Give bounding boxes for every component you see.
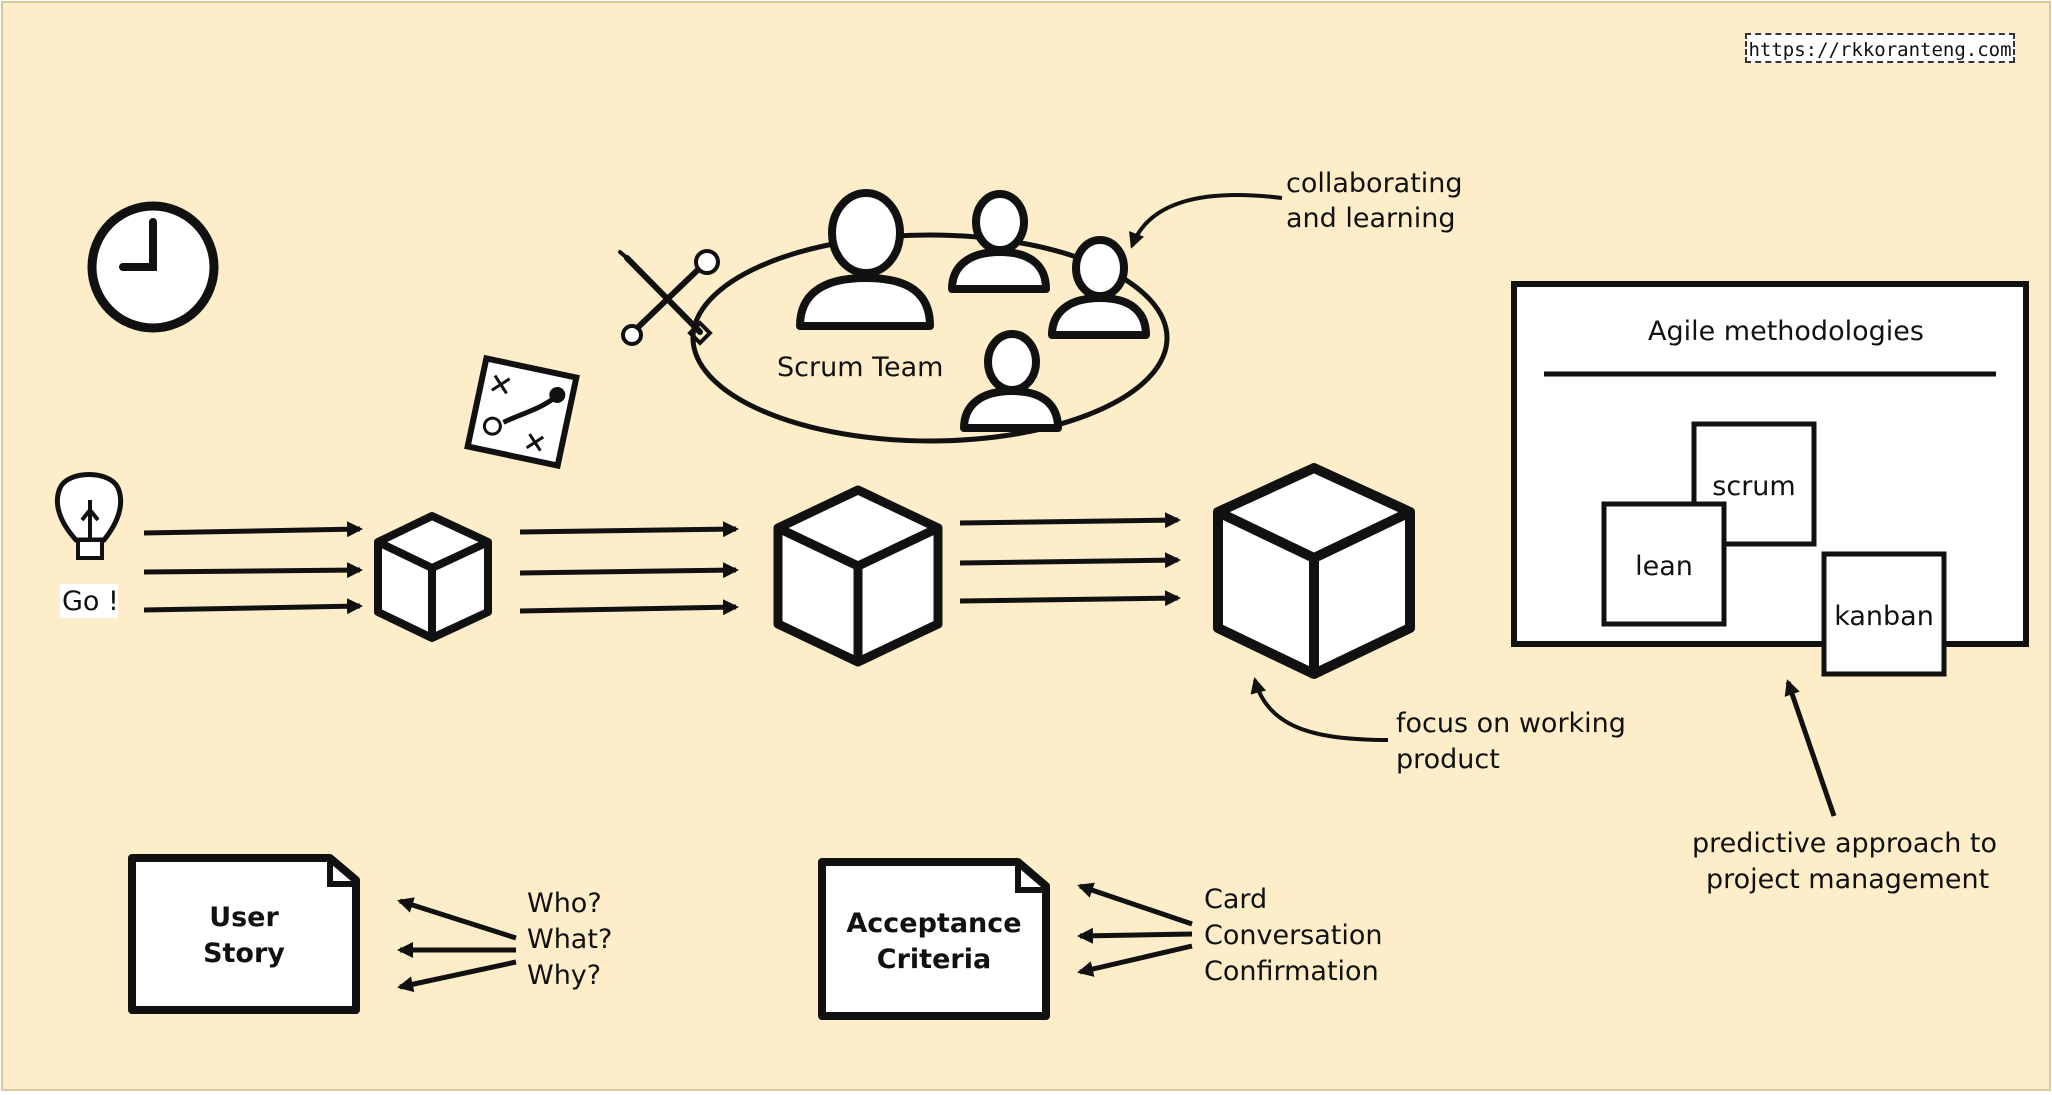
go-label: Go ! xyxy=(62,586,119,617)
predictive-label-line-2: project management xyxy=(1706,864,1990,895)
strategy-board-icon xyxy=(464,354,580,470)
card-kanban xyxy=(1821,551,1947,677)
go-label-bg xyxy=(60,584,118,618)
cube-icon xyxy=(374,512,492,642)
scrum-team-label: Scrum Team xyxy=(777,352,944,383)
user-story-title-line-2: Story xyxy=(203,938,285,969)
card-lean-label: lean xyxy=(1635,551,1693,582)
acceptance-title-line-2: Criteria xyxy=(876,944,992,975)
person-icon xyxy=(1048,236,1150,339)
clock-icon xyxy=(87,201,219,333)
url-label: https://rkkoranteng.com xyxy=(1745,33,2015,63)
flow-arrows-stage-3 xyxy=(959,512,1181,607)
scrum-team-oval xyxy=(690,232,1170,444)
question-what: What? xyxy=(527,924,613,955)
acceptance-arrows xyxy=(1077,882,1193,977)
lightbulb-icon xyxy=(54,472,124,560)
collaborating-arrow xyxy=(1129,193,1283,249)
question-why: Why? xyxy=(527,960,602,991)
item-conversation: Conversation xyxy=(1204,920,1383,951)
flow-arrows-stage-1 xyxy=(143,521,363,615)
card-scrum-label: scrum xyxy=(1712,471,1796,502)
agile-title: Agile methodologies xyxy=(1648,316,1924,347)
collaborating-label-line-1: collaborating xyxy=(1286,168,1463,199)
card-lean xyxy=(1601,501,1727,627)
focus-label-line-1: focus on working xyxy=(1396,708,1626,739)
user-story-title-line-1: User xyxy=(209,902,279,933)
person-icon xyxy=(796,189,934,330)
person-icon xyxy=(948,190,1050,293)
card-kanban-label: kanban xyxy=(1834,601,1934,632)
focus-arrow xyxy=(1250,677,1389,742)
item-confirmation: Confirmation xyxy=(1204,956,1379,987)
collaborating-label-line-2: and learning xyxy=(1286,203,1456,234)
flow-arrows-stage-2 xyxy=(519,521,739,616)
cube-icon xyxy=(1213,463,1415,679)
focus-label-line-2: product xyxy=(1396,744,1500,775)
user-story-arrows xyxy=(397,897,517,993)
predictive-label-line-1: predictive approach to xyxy=(1692,828,1998,859)
item-card: Card xyxy=(1204,884,1268,915)
question-who: Who? xyxy=(527,888,602,919)
predictive-arrow xyxy=(1784,679,1837,817)
cube-icon xyxy=(773,485,943,667)
user-story-document xyxy=(128,854,360,1014)
person-icon xyxy=(960,330,1062,432)
acceptance-title-line-1: Acceptance xyxy=(846,908,1022,939)
acceptance-criteria-document xyxy=(818,858,1050,1020)
